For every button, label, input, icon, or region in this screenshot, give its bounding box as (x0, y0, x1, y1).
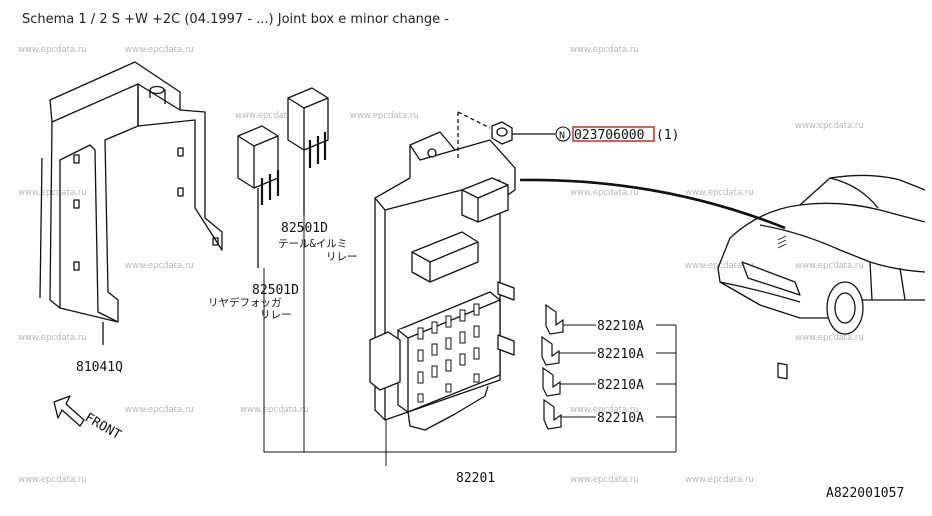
tail-relay-description-line1: テール&イルミ (278, 238, 347, 250)
watermark: www.epcdata.ru (795, 261, 864, 271)
watermark: www.epcdata.ru (685, 475, 754, 485)
watermark: www.epcdata.ru (18, 333, 87, 343)
watermark: www.epcdata.ru (570, 405, 639, 415)
page-title: Schema 1 / 2 S +W +2C (04.1997 - ...) Jo… (22, 12, 449, 27)
watermark: www.epcdata.ru (795, 333, 864, 343)
defogger-relay-description-line2: リレー (260, 309, 292, 321)
fuse-part-number: 82210A (597, 319, 644, 334)
watermark: www.epcdata.ru (18, 45, 87, 55)
leader-lines (263, 215, 677, 466)
watermark: www.epcdata.ru (570, 188, 639, 198)
watermark: www.epcdata.ru (570, 475, 639, 485)
watermark: www.epcdata.ru (570, 45, 639, 55)
joint-box-drawing (369, 131, 516, 431)
fuse-drawings (541, 303, 596, 430)
watermark: www.epcdata.ru (685, 188, 754, 198)
bracket-drawing (39, 61, 223, 345)
front-direction-label: FRONT (82, 410, 124, 443)
bracket-part-number: 81041Q (76, 360, 123, 375)
watermark: www.epcdata.ru (125, 261, 194, 271)
tail-relay-part-number: 82501D (281, 221, 328, 236)
nut-symbol: N (559, 131, 565, 142)
tail-relay-drawing (287, 87, 329, 215)
highlight-box (572, 126, 655, 142)
nut-part-number: 023706000 (574, 128, 644, 143)
joint-box-part-number: 82201 (456, 471, 495, 486)
defogger-relay-drawing (237, 125, 280, 268)
watermark: www.epcdata.ru (235, 111, 304, 121)
fuse-part-number: 82210A (597, 378, 644, 393)
nut-drawing (457, 111, 555, 160)
defogger-relay-description-line1: リヤデフォッガ (208, 296, 282, 309)
tail-relay-description-line2: リレー (326, 251, 358, 263)
location-pointer-line (519, 178, 786, 230)
nut-quantity: (1) (656, 128, 679, 143)
fuse-part-number: 82210A (597, 411, 644, 426)
watermark: www.epcdata.ru (795, 121, 864, 131)
car-outline-drawing (717, 174, 926, 380)
joint-box-slots (417, 303, 480, 403)
front-arrow-icon (53, 395, 85, 427)
watermark: www.epcdata.ru (18, 475, 87, 485)
watermark: www.epcdata.ru (240, 405, 309, 415)
fuse-part-number: 82210A (597, 347, 644, 362)
watermark: www.epcdata.ru (125, 405, 194, 415)
watermark: www.epcdata.ru (18, 188, 87, 198)
car-hatch-marks (777, 235, 787, 249)
defogger-relay-part-number: 82501D (252, 283, 299, 298)
new-part-circle-icon (555, 126, 571, 142)
watermark: www.epcdata.ru (350, 111, 419, 121)
diagram-reference-number: A822001057 (826, 486, 904, 501)
watermark: www.epcdata.ru (125, 45, 194, 55)
